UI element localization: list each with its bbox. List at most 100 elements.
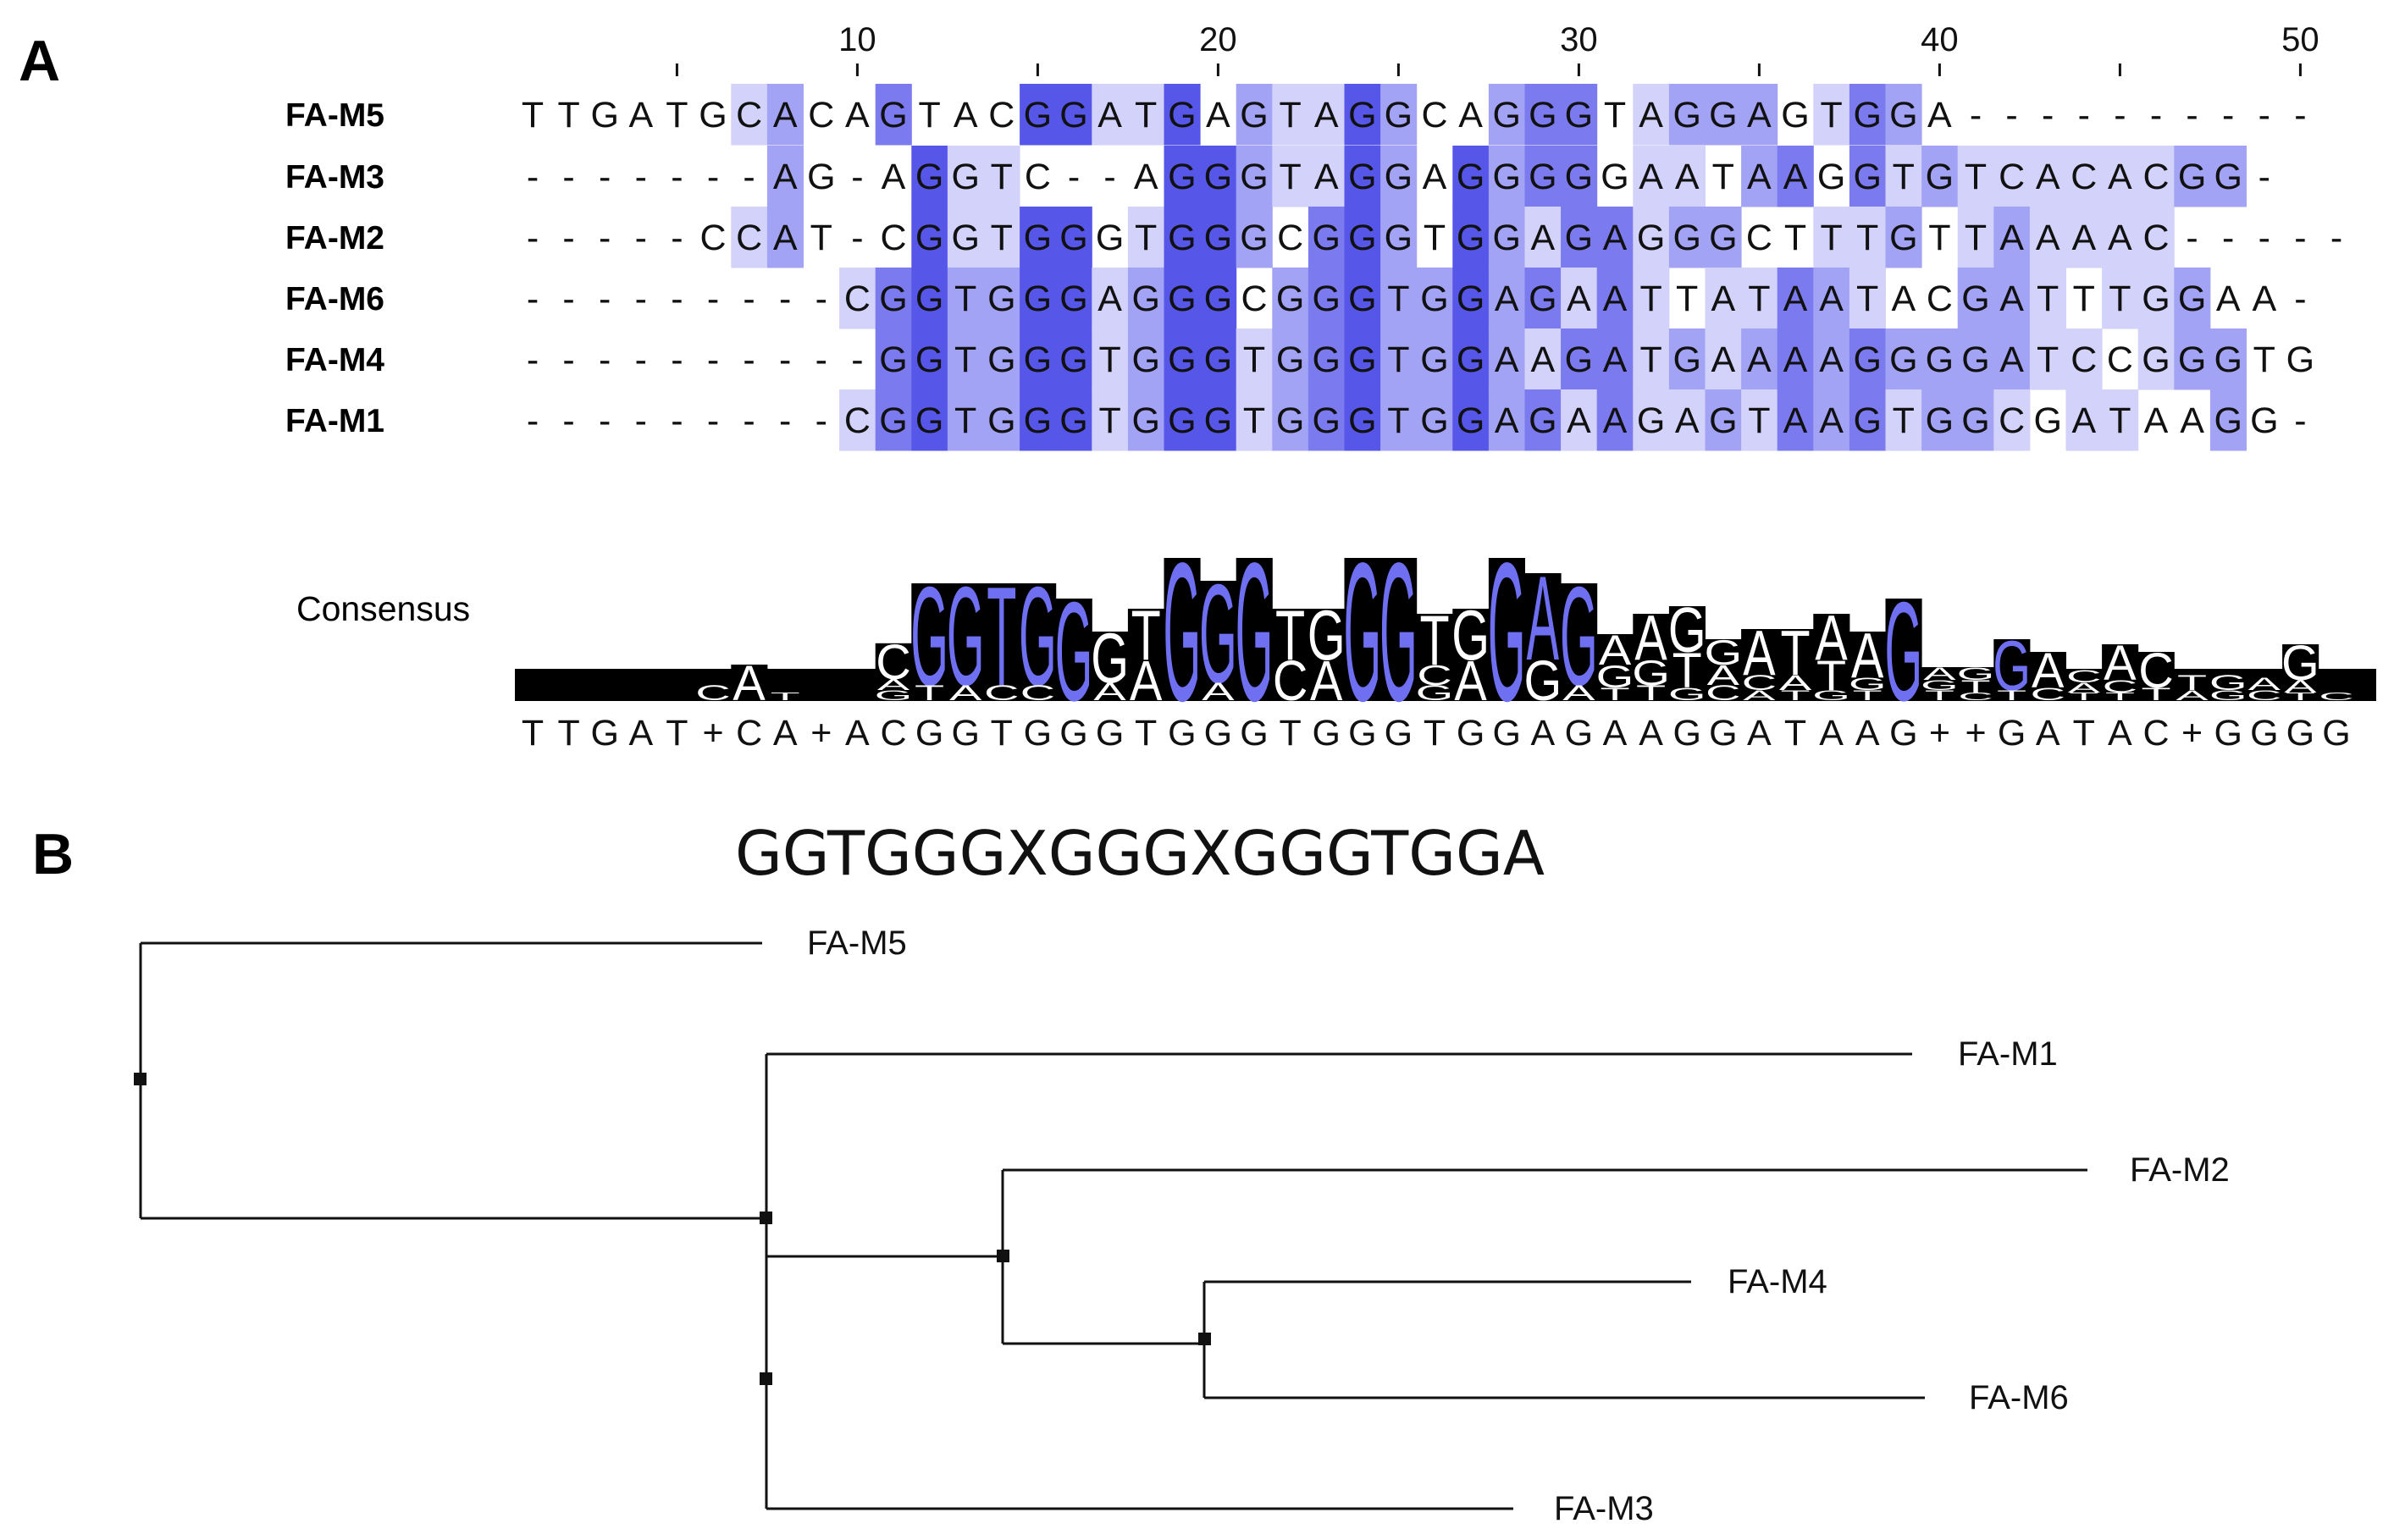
residue: G	[1168, 339, 1196, 380]
residue: G	[1240, 218, 1268, 258]
shade-cell	[1921, 389, 1959, 451]
leaf-label-fa-m1: FA-M1	[1958, 1035, 2058, 1073]
shade-cell	[1308, 84, 1345, 146]
logo-letter: T	[2069, 691, 2098, 703]
shade-cell	[1777, 389, 1814, 451]
residue: G	[1853, 339, 1881, 380]
residue: A	[1747, 157, 1772, 197]
shade-cell	[1885, 328, 1922, 390]
shade-cell	[947, 389, 984, 451]
logo-column	[983, 583, 1020, 700]
residue: -	[743, 157, 755, 197]
shade-cell	[1127, 84, 1164, 146]
consensus-residue: G	[1024, 713, 1052, 753]
shade-cell	[766, 84, 804, 146]
residue: -	[707, 400, 719, 441]
consensus-residue: C	[880, 713, 906, 753]
shade-cell	[1885, 207, 1922, 268]
consensus-residue: A	[2036, 713, 2060, 753]
shade-cell	[983, 207, 1020, 268]
shade-cell	[1416, 389, 1453, 451]
logo-letter: G	[1560, 558, 1598, 715]
consensus-residue: A	[1819, 713, 1844, 753]
residue: A	[1675, 157, 1700, 197]
logo-letter: G	[910, 558, 948, 715]
residue: G	[1240, 95, 1268, 135]
residue: A	[1639, 157, 1663, 197]
shade-cell	[1561, 84, 1598, 146]
shade-cell	[2137, 146, 2175, 207]
residue: T	[1893, 400, 1915, 441]
shade-cell	[1272, 268, 1309, 329]
residue: A	[1783, 157, 1808, 197]
shade-cell	[1524, 328, 1562, 390]
consensus-residue: G	[1457, 713, 1485, 753]
residue: G	[1204, 400, 1232, 441]
residue: T	[1604, 95, 1626, 135]
residue: G	[1781, 95, 1809, 135]
shade-cell	[1236, 146, 1273, 207]
residue: A	[845, 95, 870, 135]
logo-letter: A	[1130, 650, 1163, 713]
logo-column	[1957, 667, 1994, 700]
ruler-tick-label: 20	[1199, 21, 1237, 58]
residue: G	[1096, 218, 1124, 258]
leaf-label-fa-m3: FA-M3	[1554, 1490, 1654, 1527]
residue: -	[562, 339, 574, 380]
logo-letter: T	[2286, 691, 2315, 703]
residue: A	[2108, 218, 2132, 258]
logo-column	[1668, 606, 1706, 700]
logo-letter: G	[1596, 660, 1634, 695]
residue: A	[1134, 157, 1158, 197]
shade-cell	[1164, 389, 1201, 451]
shade-cell	[2102, 268, 2139, 329]
shade-cell	[2174, 328, 2211, 390]
residue: -	[851, 157, 863, 197]
shade-cell	[2065, 146, 2103, 207]
residue: G	[987, 339, 1015, 380]
residue: A	[1783, 339, 1808, 380]
shade-cell	[731, 84, 768, 146]
shade-cell	[1020, 389, 1057, 451]
residue: -	[2330, 218, 2342, 258]
shade-cell	[1777, 268, 1814, 329]
logo-letter: T	[1853, 687, 1883, 703]
residue: G	[1565, 95, 1593, 135]
residue: A	[2144, 400, 2169, 441]
residue: G	[1385, 95, 1413, 135]
shade-cell	[1380, 84, 1418, 146]
logo-letter: A	[1707, 659, 1740, 691]
logo-letter: G	[1668, 596, 1706, 666]
logo-column	[1633, 614, 1670, 700]
residue: -	[562, 157, 574, 197]
shade-cell	[1561, 328, 1598, 390]
shade-cell	[2209, 328, 2247, 390]
residue: -	[635, 339, 647, 380]
logo-letter: G	[875, 687, 913, 703]
shade-cell	[1308, 389, 1345, 451]
residue: G	[1204, 218, 1232, 258]
residue: G	[1492, 157, 1520, 197]
ruler-tick-label: 40	[1921, 21, 1959, 58]
logo-column	[1200, 581, 1237, 700]
residue: T	[2037, 279, 2059, 319]
residue: C	[844, 400, 871, 441]
residue: G	[1348, 279, 1376, 319]
residue: -	[851, 339, 863, 380]
residue: -	[527, 279, 539, 319]
consensus-residue: A	[1603, 713, 1628, 753]
residue: G	[1889, 95, 1917, 135]
residue: A	[1097, 95, 1122, 135]
logo-letter: A	[2284, 677, 2317, 697]
residue: C	[2142, 218, 2169, 258]
logo-column	[2246, 677, 2283, 700]
residue: G	[1853, 95, 1881, 135]
consensus-residue: G	[1492, 713, 1520, 753]
shade-cell	[875, 84, 912, 146]
residue: A	[1423, 157, 1447, 197]
residue: G	[1312, 339, 1340, 380]
residue: G	[1926, 400, 1954, 441]
residue: C	[1421, 95, 1447, 135]
residue: A	[2252, 279, 2276, 319]
